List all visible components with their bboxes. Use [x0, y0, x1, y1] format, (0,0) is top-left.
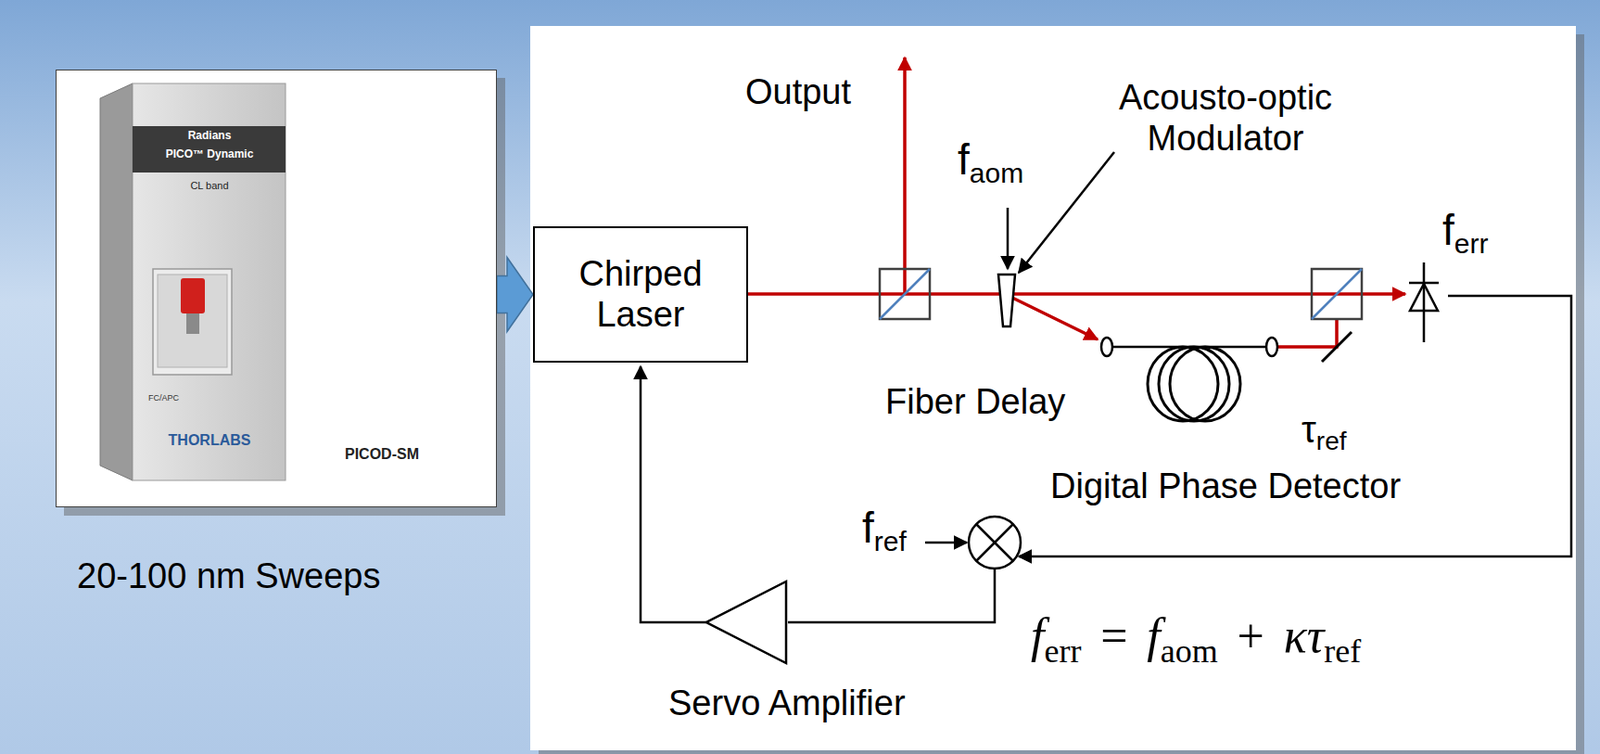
component-label: Acousto-optic Modulator	[1118, 77, 1333, 158]
device-brand-group: Radians	[188, 129, 232, 143]
delay-symbol-group: τref	[1301, 407, 1347, 458]
collimator-lens	[1266, 337, 1278, 356]
signal-wire	[787, 568, 995, 623]
equation: f	[1030, 609, 1044, 662]
device-band-group: CL band	[190, 179, 229, 192]
reference-input-arrow	[925, 541, 967, 545]
mixer-symbol	[968, 516, 1021, 569]
subscript: ref	[874, 525, 907, 557]
output-beam	[902, 57, 907, 294]
mixer-cross	[976, 523, 1014, 561]
operator: =	[1100, 609, 1128, 662]
signal-name-group: ferr	[1442, 205, 1488, 261]
device-window	[152, 268, 232, 375]
delay-symbol: τ	[1301, 408, 1317, 450]
output-label-group: Output	[745, 72, 851, 114]
component-label: Digital Phase Detector	[1050, 466, 1401, 506]
photodiode-symbol	[1409, 262, 1439, 343]
block-arrow	[496, 257, 534, 332]
part-number: PICOD-SM	[344, 445, 420, 462]
photo-frame-ground	[55, 69, 497, 508]
beam-splitter	[879, 268, 930, 319]
subscript: err	[1454, 228, 1489, 259]
operator: +	[1237, 609, 1265, 662]
subscript: ref	[1316, 426, 1347, 456]
signal-name: f	[957, 135, 970, 184]
signal-wire	[1018, 295, 1572, 557]
device-model: PICO™ Dynamic	[165, 147, 254, 161]
schematic-panel	[530, 25, 1576, 750]
splitter-surface	[879, 268, 930, 319]
diffracted-beam	[1010, 296, 1098, 340]
signal-name: f	[1442, 205, 1455, 254]
rf-drive-arrow	[1006, 207, 1010, 269]
subscript: aom	[969, 157, 1024, 189]
box-label: Chirped Laser	[561, 253, 720, 335]
component-label: Servo Amplifier	[668, 683, 906, 723]
aom-crystal	[998, 274, 1016, 327]
signal-name-group: fref	[862, 503, 907, 559]
device-band: CL band	[190, 179, 229, 191]
beam-splitter	[1311, 268, 1362, 319]
part-number-group: PICOD-SM	[344, 445, 420, 463]
equation: f	[1146, 609, 1160, 662]
signal-name-group: faom	[957, 135, 1024, 191]
splitter-surface	[1311, 268, 1362, 319]
fiber-connector	[180, 278, 205, 314]
feedback-wire	[640, 366, 707, 623]
connector-type: FC/APC	[148, 393, 179, 403]
subscript: err	[1043, 632, 1081, 670]
equation-group: ferr=faom+κτref	[1030, 608, 1361, 671]
brand-logo-group: THORLABS	[168, 431, 252, 449]
device-label-band	[132, 126, 286, 173]
component-label-group: Acousto-optic Modulator	[1086, 77, 1365, 159]
output-label: Output	[745, 72, 851, 112]
amplifier-symbol	[706, 581, 787, 663]
subscript: ref	[1323, 632, 1361, 670]
device-side	[100, 83, 133, 481]
laser-device-illustration	[100, 83, 286, 481]
main-beam	[748, 292, 1406, 296]
mirror	[1321, 331, 1352, 362]
component-label-group: Digital Phase Detector	[1050, 466, 1401, 508]
signal-name: f	[862, 503, 875, 552]
product-photo-frame: 20-100 nm Sweeps	[55, 69, 497, 508]
leader-arrow	[1018, 152, 1115, 273]
fiber-coil	[1169, 346, 1241, 421]
delayed-beam	[1277, 318, 1337, 347]
device-model-group: PICO™ Dynamic	[165, 148, 254, 162]
device-window-inner	[157, 274, 228, 368]
device-brand: Radians	[188, 128, 232, 142]
brand-logo: THORLABS	[168, 431, 252, 448]
collimator-lens	[1101, 337, 1113, 356]
connector-body	[186, 313, 200, 334]
component-label-group: Servo Amplifier	[668, 683, 906, 724]
caption-text: 20-100 nm Sweeps	[76, 556, 517, 597]
component-label-group: Fiber Delay	[885, 381, 1066, 423]
equation: κτ	[1283, 609, 1325, 662]
component-label: Fiber Delay	[885, 381, 1066, 421]
device-front	[132, 83, 286, 481]
connector-type-group: FC/APC	[148, 393, 179, 403]
mixer-cross	[976, 523, 1014, 561]
laser-box: Chirped Laser	[533, 226, 749, 363]
subscript: aom	[1160, 632, 1219, 670]
